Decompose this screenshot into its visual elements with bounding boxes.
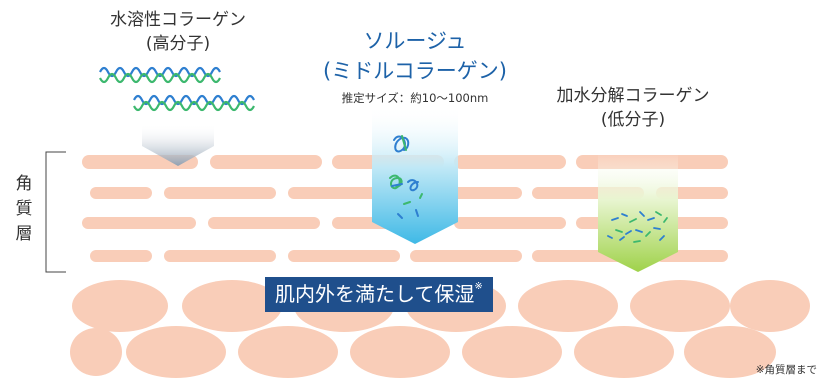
- solugen-label: ソルージュ (ミドルコラーゲン): [320, 26, 510, 86]
- footnote: ※角質層まで: [755, 364, 817, 376]
- water-soluble-collagen-label: 水溶性コラーゲン (高分子): [98, 8, 258, 56]
- solugen-arrow: [372, 106, 458, 244]
- solugen-subtitle: (ミドルコラーゲン): [323, 59, 507, 83]
- banner-mark: ※: [474, 281, 483, 292]
- moisturize-banner: 肌内外を満たして保湿※: [265, 277, 493, 312]
- stratum-corneum-label: 角質層: [12, 172, 36, 247]
- banner-text: 肌内外を満たして保湿: [275, 282, 475, 306]
- solugen-size-note: 推定サイズ：約10〜100nm: [341, 91, 489, 105]
- stratum-corneum-label-char: 層: [15, 224, 33, 244]
- stratum-corneum-label-char: 角: [15, 174, 33, 194]
- hydrolyzed-subtitle: (低分子): [600, 110, 666, 130]
- high-molecular-arrow: [142, 124, 214, 166]
- stratum-corneum-bracket: [45, 151, 66, 273]
- hydrolyzed-arrow: [598, 152, 678, 272]
- collagen-fragments-icon: [607, 211, 668, 243]
- stratum-corneum-label-char: 質: [15, 199, 33, 219]
- hydrolyzed-collagen-label: 加水分解コラーゲン (低分子): [548, 84, 718, 132]
- collagen-helix-icon: [99, 66, 255, 112]
- solugen-title: ソルージュ: [363, 29, 467, 53]
- water-soluble-subtitle: (高分子): [145, 34, 211, 54]
- collagen-fiber-tangle-icon: [389, 135, 423, 219]
- water-soluble-title: 水溶性コラーゲン: [110, 10, 246, 30]
- hydrolyzed-title: 加水分解コラーゲン: [556, 86, 710, 106]
